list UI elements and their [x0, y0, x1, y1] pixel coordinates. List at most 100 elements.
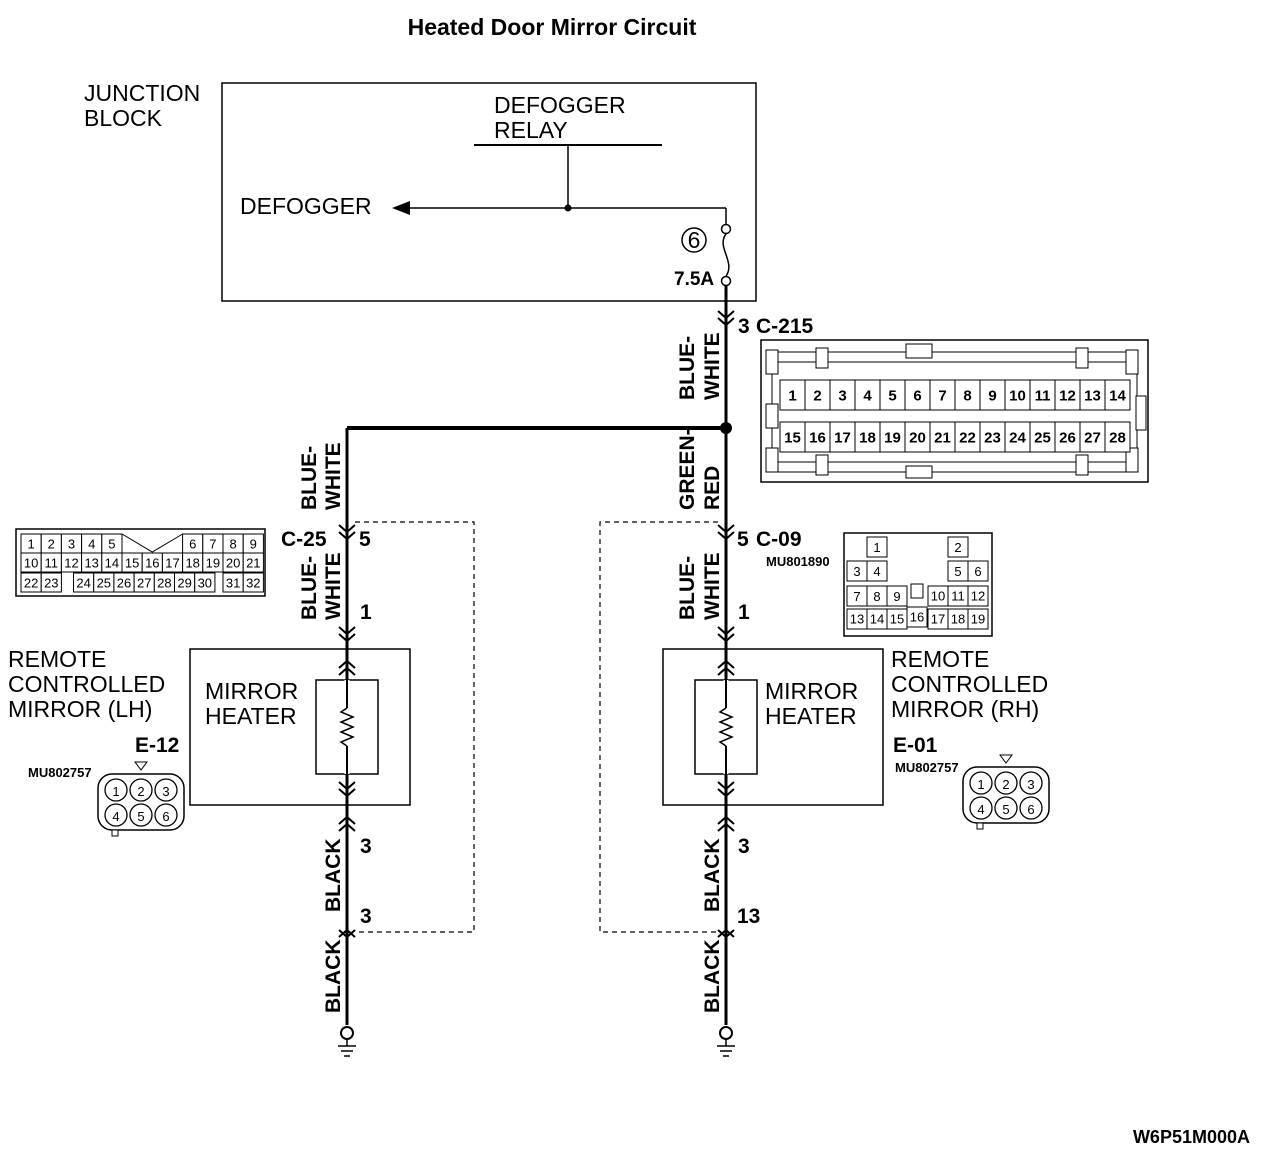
c25-pin-19: 19 — [206, 556, 220, 571]
left-upper-wire-color-2: WHITE — [322, 442, 345, 510]
c215-pin-11: 11 — [1035, 387, 1051, 404]
e12-pin-6: 6 — [162, 809, 169, 824]
e01-pin-1: 1 — [977, 777, 984, 792]
c215-pin-20: 20 — [909, 429, 926, 446]
e01-gnd-pin: 3 — [738, 835, 750, 858]
junction-block-box — [221, 82, 757, 302]
right-lower-wire-color-2: WHITE — [701, 552, 724, 620]
connector-markers — [338, 310, 735, 939]
e01-pin-2-ring — [994, 771, 1018, 795]
c25-pin-11: 11 — [45, 556, 59, 571]
c215-pin-7: 7 — [938, 387, 946, 404]
c25-pin-12: 12 — [64, 556, 78, 571]
e12-pin-6-ring — [154, 803, 178, 827]
c215-pin-28-cell — [1104, 421, 1131, 453]
e01-pin-3-ring — [1019, 771, 1043, 795]
c215-pin-17-cell — [829, 421, 856, 453]
c215-pin-26: 26 — [1059, 429, 1076, 446]
c215-pin-1-cell — [779, 379, 806, 411]
e01-name: E-01 — [893, 734, 938, 757]
c09-pin-5: 5 — [954, 564, 961, 579]
c215-pin-10: 10 — [1009, 387, 1026, 404]
c25-pin-10: 10 — [24, 556, 38, 571]
c09-pin-1: 1 — [873, 540, 880, 555]
e12-part-number: MU802757 — [28, 765, 92, 780]
e01-connector-face: 1 2 3 4 5 6 — [962, 754, 1050, 830]
wire-color-labels: BLUE- WHITE BLUE- WHITE GREEN- RED BLUE-… — [298, 332, 724, 1013]
mirror-lh-box — [189, 648, 411, 806]
left-black-wire-1: BLACK — [322, 839, 345, 913]
c25-pin-16: 16 — [145, 556, 159, 571]
c09-pin-2-cell — [947, 536, 969, 558]
c215-pin-24-cell — [1004, 421, 1031, 453]
lh-gnd-pin-2: 3 — [360, 905, 372, 928]
e12-pin-3-ring — [154, 778, 178, 802]
left-lower-wire-color-2: WHITE — [322, 552, 345, 620]
e12-pin-5-ring — [129, 803, 153, 827]
c09-pin-15: 15 — [890, 612, 904, 627]
e01-pin-5-ring — [994, 796, 1018, 820]
left-harness-dashed — [355, 521, 475, 933]
c215-pin-16-cell — [804, 421, 831, 453]
fuse-rating: 7.5A — [674, 269, 714, 290]
c215-pin-13: 13 — [1084, 387, 1101, 404]
defogger-label: DEFOGGER — [240, 193, 372, 219]
e12-pin-4-ring — [104, 803, 128, 827]
c25-pin-24: 24 — [76, 576, 90, 591]
c09-pin-12-cell — [967, 585, 989, 607]
c25-pin-1: 1 — [27, 537, 34, 552]
e12-gnd-pin: 3 — [360, 835, 372, 858]
c25-name: C-25 — [281, 528, 327, 551]
c25-pin-25: 25 — [97, 576, 111, 591]
e01-pin-6: 6 — [1027, 802, 1034, 817]
c25-pin-20: 20 — [226, 556, 240, 571]
c215-pin-14-cell — [1104, 379, 1131, 411]
c09-pin-16: 16 — [910, 610, 924, 625]
c25-pin-out: 1 — [360, 601, 372, 624]
c215-pin-19-cell — [879, 421, 906, 453]
c215-pin-10-cell — [1004, 379, 1031, 411]
e12-pin-2-ring — [129, 778, 153, 802]
e01-pin-3: 3 — [1027, 777, 1034, 792]
c215-pin-23-cell — [979, 421, 1006, 453]
c25-pin-30-cell — [194, 572, 216, 593]
e12-pin-4: 4 — [112, 809, 119, 824]
fuse-terminal-top — [720, 223, 732, 235]
e01-pin-2: 2 — [1002, 777, 1009, 792]
c215-pin-25-cell — [1029, 421, 1056, 453]
c215-pin-8: 8 — [963, 387, 971, 404]
c215-pin-19: 19 — [884, 429, 901, 446]
c215-pin-4-cell — [854, 379, 881, 411]
right-upper-wire-color-2: RED — [701, 466, 724, 510]
e01-pin-1-ring — [969, 771, 993, 795]
left-black-wire-2: BLACK — [322, 940, 345, 1014]
c25-pin-4: 4 — [88, 537, 95, 552]
c215-pin-11-cell — [1029, 379, 1056, 411]
c215-pin-18: 18 — [859, 429, 876, 446]
c215-pin: 3 — [738, 315, 750, 338]
c215-pin-4: 4 — [863, 387, 872, 404]
c215-pin-8-cell — [954, 379, 981, 411]
c25-pin-5: 5 — [108, 537, 115, 552]
e01-part-number: MU802757 — [895, 760, 959, 775]
e01-pin-5: 5 — [1002, 802, 1009, 817]
c215-connector-face — [760, 339, 1149, 483]
c25-pin-27: 27 — [137, 576, 151, 591]
c09-pin-9: 9 — [893, 589, 900, 604]
c25-pin-28: 28 — [157, 576, 171, 591]
c25-pin-6: 6 — [189, 537, 196, 552]
c215-pin-1: 1 — [788, 387, 796, 404]
c25-pin-26: 26 — [117, 576, 131, 591]
c09-pin-19: 19 — [971, 612, 985, 627]
e01-pin-4: 4 — [977, 802, 984, 817]
c25-pin-21-cell — [242, 552, 264, 573]
c215-pin-2: 2 — [813, 387, 821, 404]
c09-pin-2: 2 — [954, 540, 961, 555]
c25-pin-29: 29 — [177, 576, 191, 591]
c09-pin-8: 8 — [873, 589, 880, 604]
mirror-lh-label-1: REMOTE — [8, 646, 106, 672]
